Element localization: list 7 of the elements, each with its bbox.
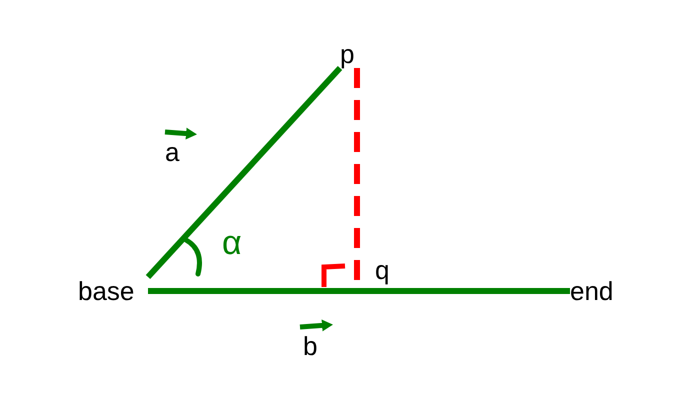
line-segment xyxy=(148,288,570,294)
point-label: p xyxy=(340,40,360,68)
line-segment xyxy=(146,66,342,280)
point-label: end xyxy=(570,277,630,305)
point-label: q xyxy=(357,256,397,291)
angle-label: α xyxy=(222,226,242,260)
point-label: base xyxy=(78,277,148,305)
